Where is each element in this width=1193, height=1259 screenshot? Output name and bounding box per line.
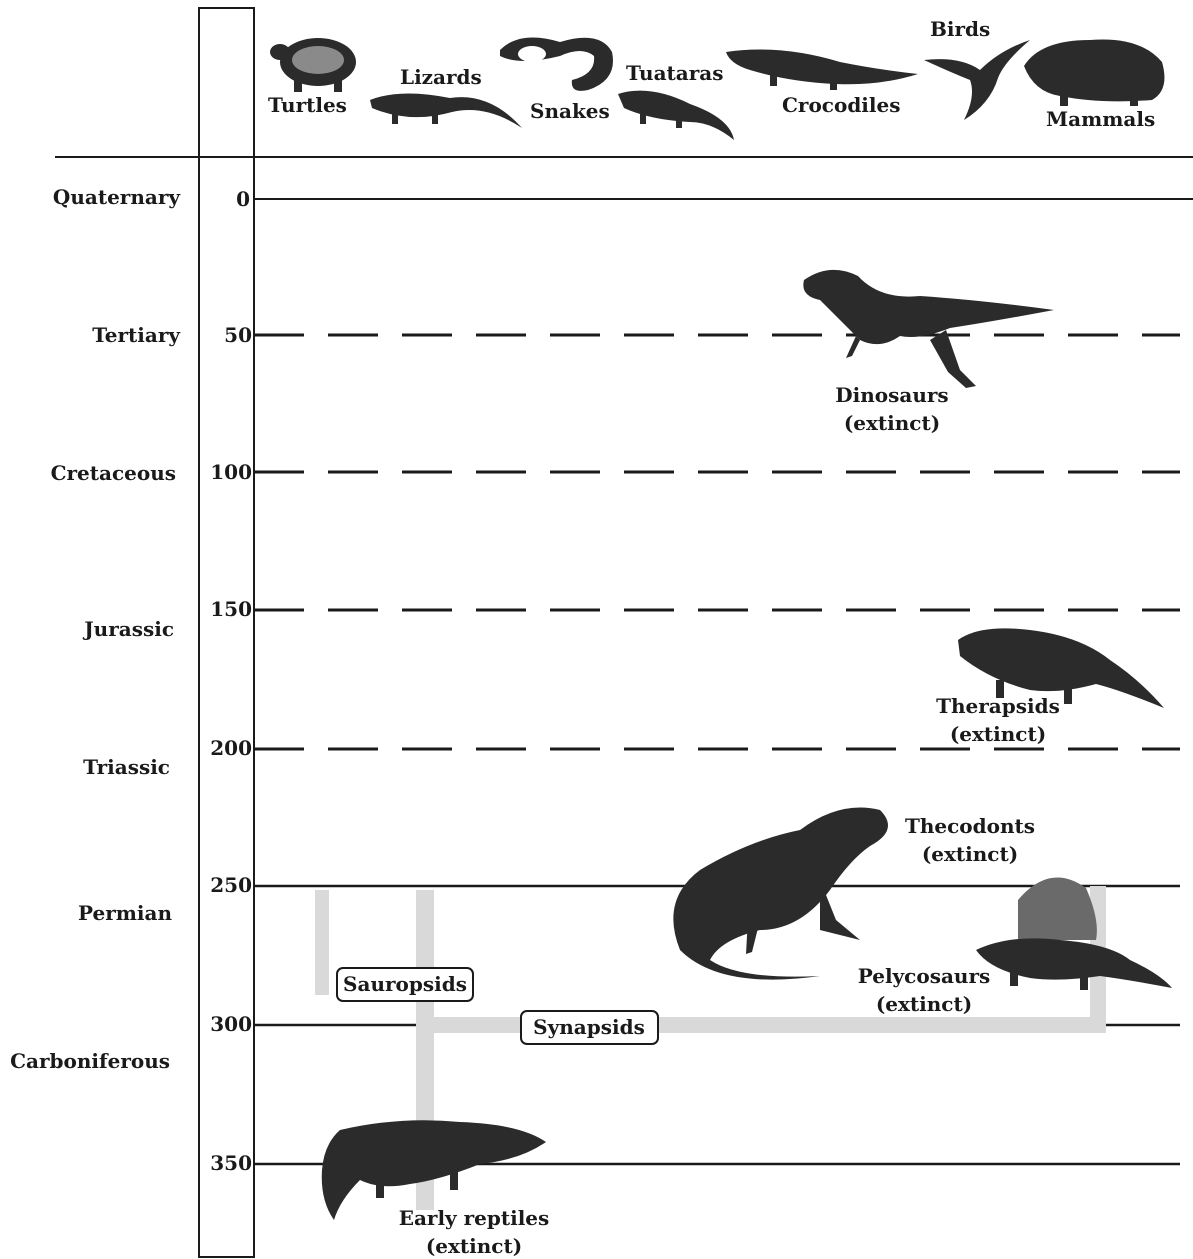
thecodont-illustration: [673, 808, 888, 980]
tick-label: 50: [224, 323, 252, 347]
time-tick-labels: 0 50 100 150 200 250 300 350: [210, 187, 252, 1175]
extinct-note: (extinct): [426, 1234, 522, 1258]
period-label: Jurassic: [82, 617, 174, 641]
tick-label: 350: [210, 1151, 252, 1175]
bird-illustration: [924, 40, 1030, 120]
group-label-early-reptiles: Early reptiles: [399, 1206, 550, 1230]
tick-label: 0: [236, 187, 250, 211]
turtle-illustration: [270, 38, 356, 92]
group-label-tuataras: Tuataras: [626, 61, 724, 85]
group-label-mammals: Mammals: [1046, 107, 1155, 131]
period-label: Triassic: [83, 755, 170, 779]
extinct-note: (extinct): [922, 842, 1018, 866]
extinct-note: (extinct): [844, 411, 940, 435]
tuatara-illustration: [618, 91, 734, 140]
crocodile-illustration: [726, 50, 918, 90]
group-label-birds: Birds: [930, 17, 990, 41]
pelycosaur-illustration: [976, 877, 1172, 990]
period-label: Carboniferous: [10, 1049, 170, 1073]
group-label-thecodonts: Thecodonts: [905, 814, 1035, 838]
tick-label: 300: [210, 1012, 252, 1036]
lineage-label-synapsids: Synapsids: [521, 1011, 658, 1044]
lizard-illustration: [370, 93, 522, 128]
group-label-turtles: Turtles: [268, 93, 347, 117]
dinosaur-illustration: [803, 270, 1054, 388]
period-label: Tertiary: [92, 323, 181, 347]
mammal-illustration: [1024, 39, 1164, 106]
group-label-lizards: Lizards: [400, 65, 482, 89]
tick-label: 100: [210, 460, 252, 484]
lineage-name: Sauropsids: [343, 972, 467, 996]
period-label: Cretaceous: [51, 461, 176, 485]
tick-label: 200: [210, 736, 252, 760]
extinct-note: (extinct): [876, 992, 972, 1016]
period-labels: Quaternary Tertiary Cretaceous Jurassic …: [10, 185, 181, 1073]
lineage-label-sauropsids: Sauropsids: [337, 968, 473, 1001]
branch-sauropsids-left: [315, 890, 329, 995]
extinct-note: (extinct): [950, 722, 1046, 746]
group-label-crocodiles: Crocodiles: [782, 93, 900, 117]
period-label: Quaternary: [53, 185, 181, 209]
tick-label: 250: [210, 873, 252, 897]
period-label: Permian: [78, 901, 172, 925]
snake-illustration: [500, 38, 613, 91]
group-label-pelycosaurs: Pelycosaurs: [858, 964, 991, 988]
tick-label: 150: [210, 597, 252, 621]
group-label-snakes: Snakes: [530, 99, 610, 123]
group-label-therapsids: Therapsids: [936, 694, 1060, 718]
lineage-name: Synapsids: [533, 1015, 645, 1039]
group-label-dinosaurs: Dinosaurs: [835, 383, 948, 407]
